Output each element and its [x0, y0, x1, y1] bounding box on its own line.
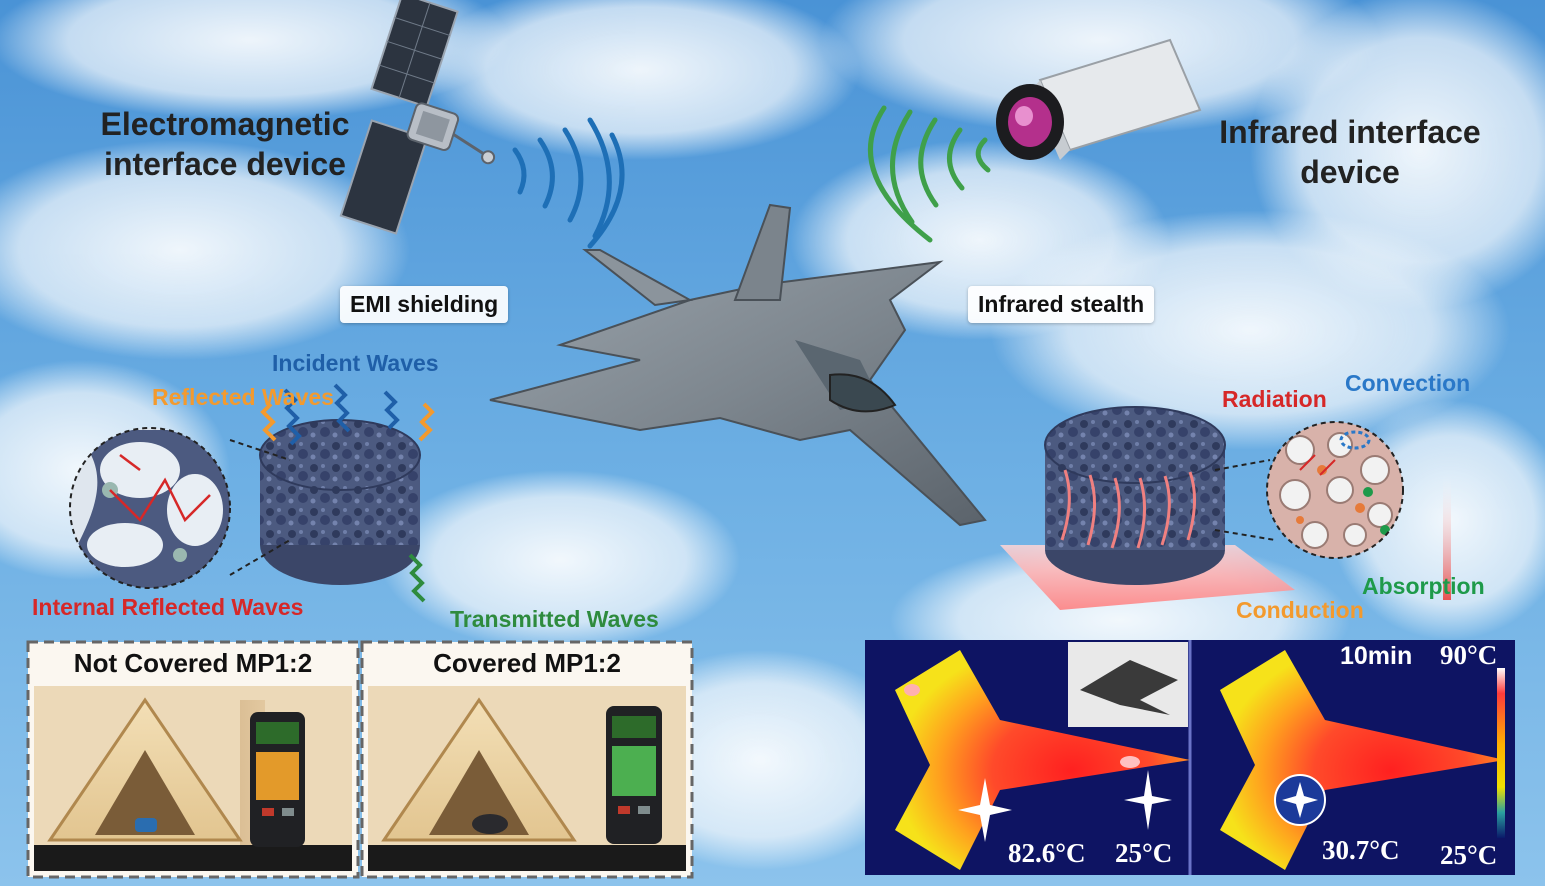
emi-zoom-view: [70, 428, 230, 588]
gas-detector-icon: [250, 712, 305, 847]
emi-shielding-label: EMI shielding: [340, 286, 509, 323]
scale-max-temperature: 90°C: [1440, 640, 1498, 670]
photo-panel-not-covered: [26, 640, 360, 879]
em-device-title: Electromagnetic interface device: [75, 104, 375, 184]
fighter-jet-icon: [489, 203, 987, 527]
infrared-camera-icon: [996, 38, 1202, 160]
reflected-waves-label: Reflected Waves: [152, 384, 334, 410]
left-hot-temperature: 82.6°C: [1008, 838, 1086, 868]
ir-device-title-line1: Infrared interface: [1219, 114, 1481, 150]
gas-detector-icon: [606, 706, 662, 844]
ir-color-scale: [1497, 668, 1505, 838]
right-temperature: 30.7°C: [1322, 835, 1400, 865]
absorption-label: Absorption: [1362, 573, 1485, 599]
time-readout: 10min: [1340, 642, 1413, 670]
not-covered-title: Not Covered MP1:2: [73, 648, 313, 678]
internal-reflected-waves-label: Internal Reflected Waves: [32, 594, 304, 620]
temperature-gradient-bar: [1443, 475, 1451, 600]
thermal-panel: [865, 640, 1515, 875]
transmitted-waves-label: Transmitted Waves: [450, 606, 659, 632]
ir-device-title: Infrared interface device: [1190, 112, 1510, 192]
conduction-label: Conduction: [1236, 597, 1364, 623]
convection-label: Convection: [1345, 370, 1471, 396]
left-ambient-temperature: 25°C: [1115, 838, 1173, 868]
photo-panel-covered: [360, 640, 694, 879]
sparkle-icon: [1124, 770, 1172, 830]
sparkle-icon: [958, 778, 1012, 842]
covered-title: Covered MP1:2: [433, 648, 621, 678]
transmitted-wave-arrow: [408, 553, 426, 603]
infrared-stealth-label: Infrared stealth: [968, 286, 1155, 323]
thermal-jet-left: [895, 650, 1190, 870]
ir-device-title-line2: device: [1300, 154, 1400, 190]
ir-signal-waves: [868, 105, 991, 243]
sparkle-icon: [1282, 782, 1318, 818]
em-device-title-line1: Electromagnetic: [100, 106, 350, 142]
em-signal-waves: [512, 117, 625, 249]
em-device-title-line2: interface device: [104, 146, 346, 182]
incident-wave-arrow: [283, 383, 400, 446]
ir-zoom-view: [1267, 422, 1403, 558]
radiation-label: Radiation: [1222, 386, 1327, 412]
reflected-wave-arrow: [260, 402, 435, 442]
incident-waves-label: Incident Waves: [272, 350, 439, 376]
scale-min-temperature: 25°C: [1440, 840, 1498, 870]
emi-foam-sample: [259, 419, 421, 585]
satellite-icon: [339, 0, 496, 235]
ir-foam-sample: [1000, 406, 1295, 610]
